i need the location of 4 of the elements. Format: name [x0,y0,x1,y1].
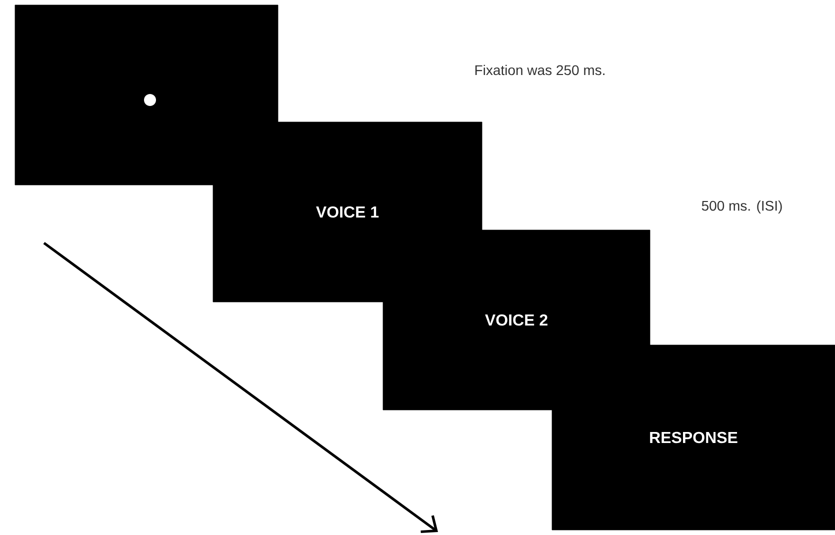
screen-box: RESPONSE [552,344,835,530]
screen-box [14,4,278,186]
timing-note: Fixation was 250 ms. [475,64,604,76]
timing-note: 500 ms. (ISI) [702,200,782,214]
